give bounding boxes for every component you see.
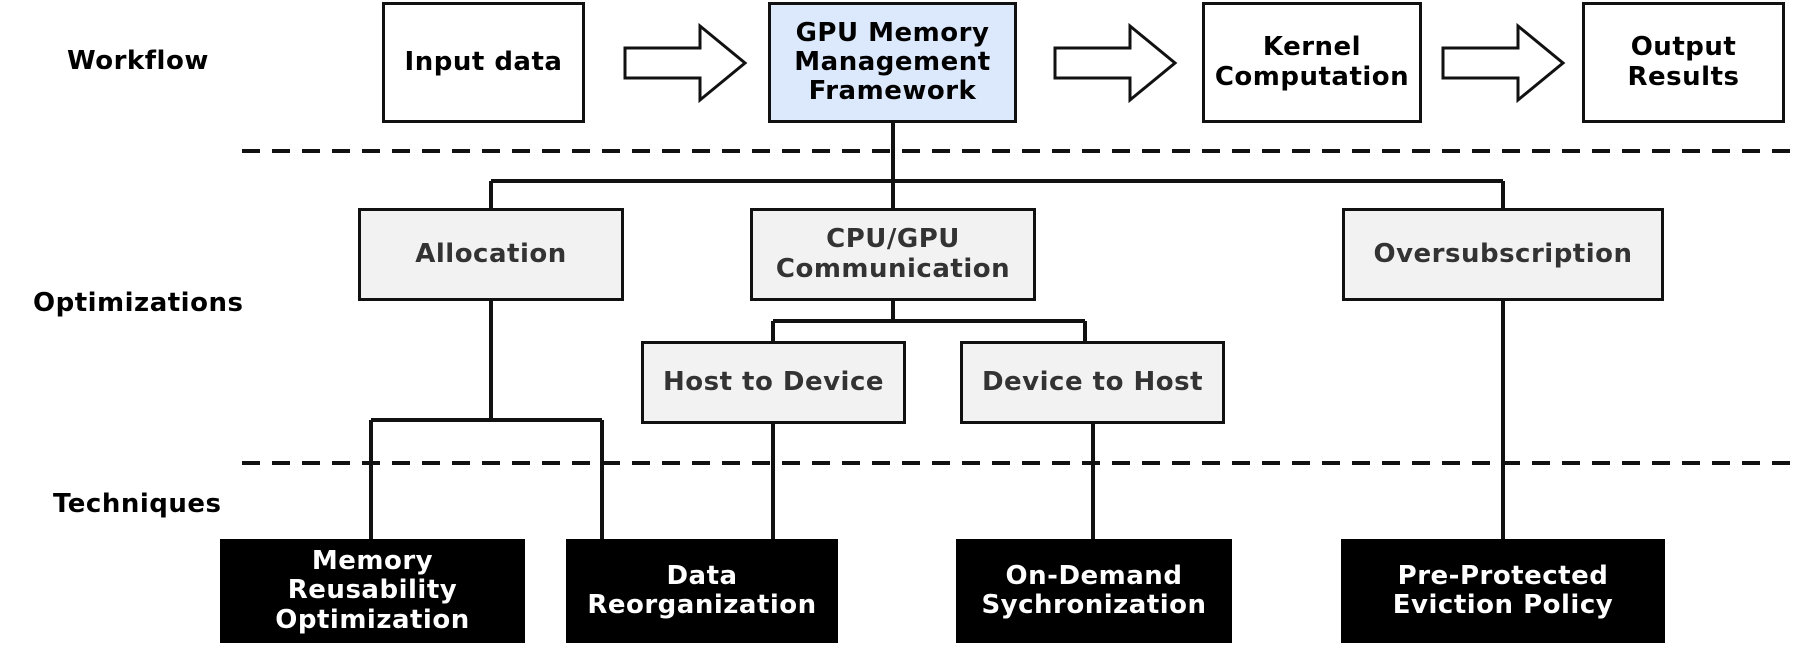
workflow-framework-box: GPU Memory Management Framework	[768, 2, 1017, 123]
optimization-host-to-device-box: Host to Device	[641, 341, 906, 424]
workflow-input-box: Input data	[382, 2, 585, 123]
optimization-communication-box: CPU/GPU Communication	[750, 208, 1036, 301]
tree-connectors	[369, 121, 1505, 540]
arrow-right-icon	[623, 22, 748, 104]
technique-data-reorganization-box: Data Reorganization	[566, 539, 838, 643]
optimization-allocation-box: Allocation	[358, 208, 624, 301]
row-label-optimizations: Optimizations	[33, 288, 244, 318]
workflow-output-box: Output Results	[1582, 2, 1785, 123]
arrow-right-icon	[1053, 22, 1178, 104]
row-label-workflow: Workflow	[67, 46, 209, 76]
workflow-kernel-box: Kernel Computation	[1202, 2, 1422, 123]
arrow-right-icon	[1441, 22, 1566, 104]
technique-on-demand-sync-box: On-Demand Sychronization	[956, 539, 1232, 643]
row-label-techniques: Techniques	[53, 489, 222, 519]
technique-eviction-policy-box: Pre-Protected Eviction Policy	[1341, 539, 1665, 643]
optimization-oversubscription-box: Oversubscription	[1342, 208, 1664, 301]
technique-memory-reusability-box: Memory Reusability Optimization	[220, 539, 525, 643]
optimization-device-to-host-box: Device to Host	[960, 341, 1225, 424]
